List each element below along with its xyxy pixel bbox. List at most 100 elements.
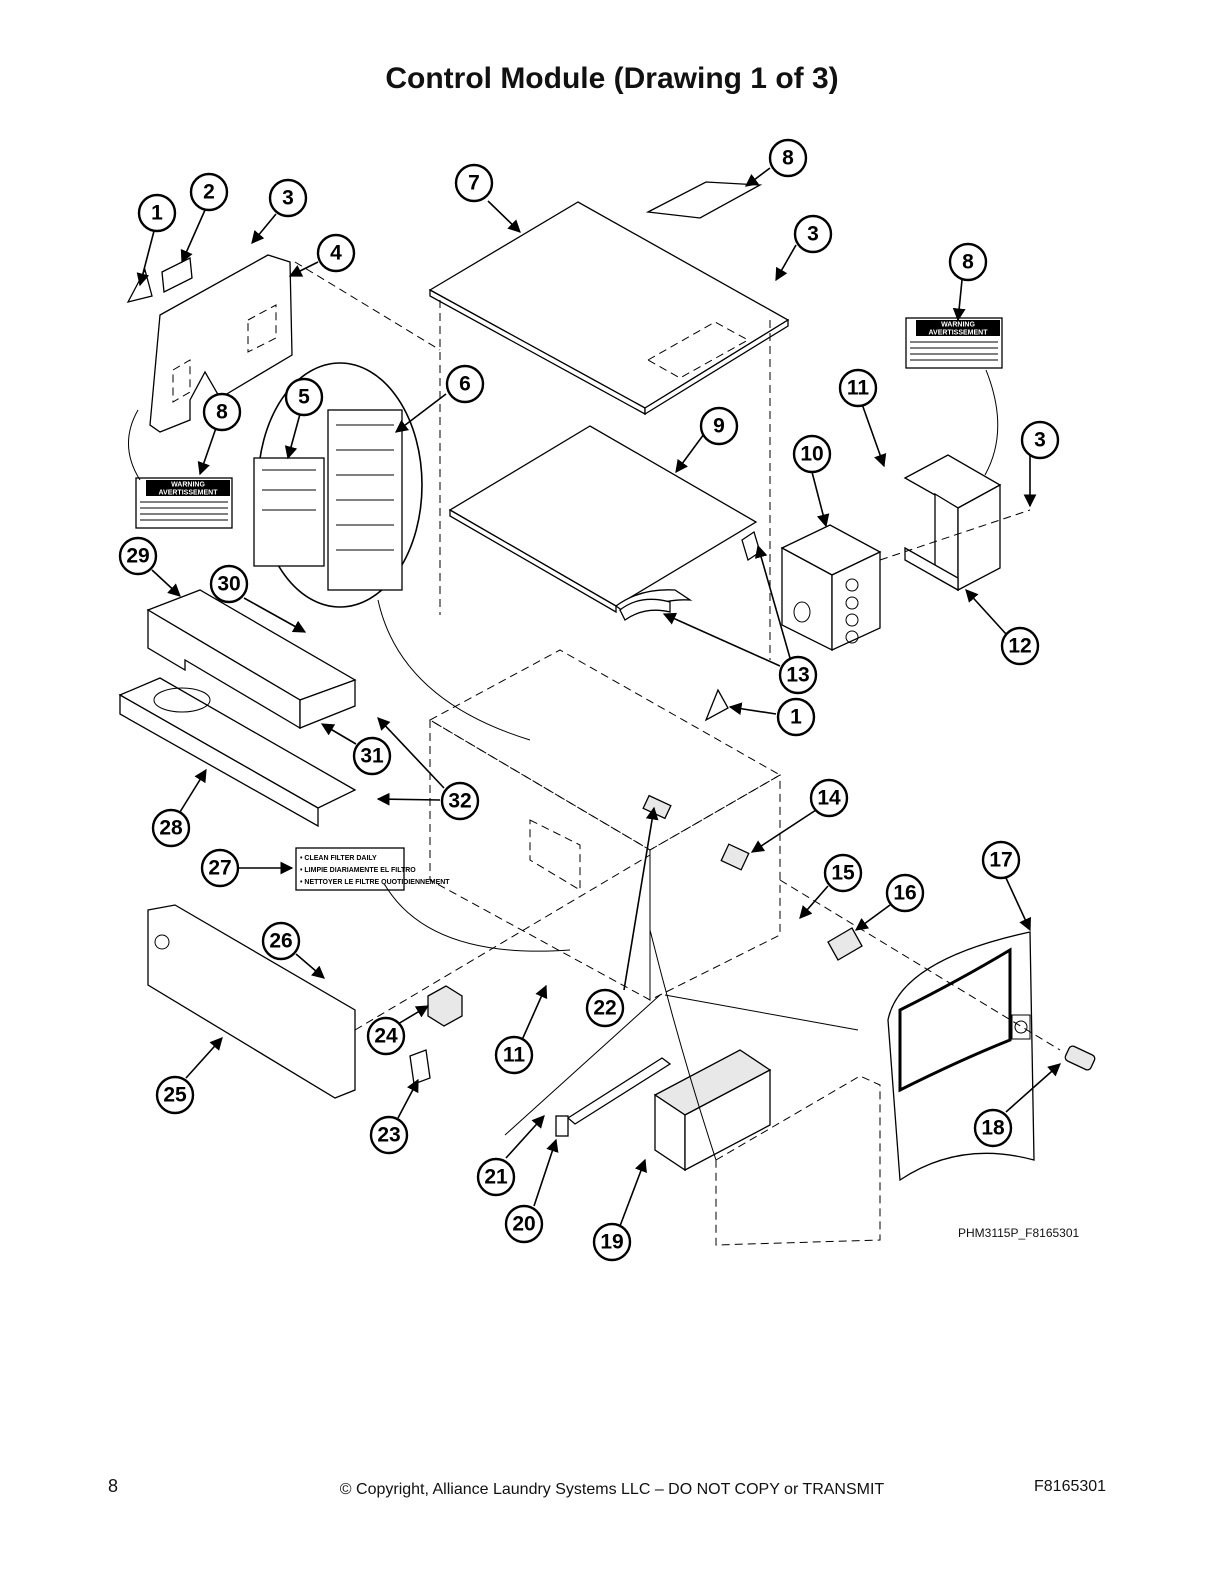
part-22-terminal-block — [642, 794, 672, 820]
svg-text:2: 2 — [203, 181, 215, 204]
copyright-notice: © Copyright, Alliance Laundry Systems LL… — [339, 1481, 885, 1498]
callout-8: 8 — [768, 138, 808, 178]
callout-1: 1 — [776, 697, 816, 737]
svg-text:27: 27 — [208, 857, 231, 880]
callout-4: 4 — [316, 233, 356, 273]
control-panel-rear-frame — [715, 1075, 881, 1246]
part-19-computer-control — [653, 1049, 772, 1172]
callout-1: 1 — [137, 193, 177, 233]
svg-text:11: 11 — [847, 377, 870, 400]
part-25-front-lower-panel — [147, 904, 356, 1099]
callout-2: 2 — [189, 172, 229, 212]
svg-text:9: 9 — [713, 415, 725, 438]
svg-text:32: 32 — [448, 790, 471, 813]
part-4-back-panel — [149, 254, 293, 433]
svg-text:12: 12 — [1008, 635, 1031, 658]
part-18-start-button — [1064, 1045, 1096, 1071]
svg-text:1: 1 — [790, 706, 802, 729]
callout-8: 8 — [948, 242, 988, 282]
callout-18: 18 — [973, 1108, 1013, 1148]
part-16-circuit-board — [827, 927, 863, 961]
callout-29: 29 — [118, 536, 158, 576]
callout-8: 8 — [202, 392, 242, 432]
callout-28: 28 — [151, 808, 191, 848]
callout-16: 16 — [885, 873, 925, 913]
callout-11: 11 — [838, 368, 878, 408]
callout-20: 20 — [504, 1204, 544, 1244]
page-number: 8 — [108, 1476, 119, 1496]
filter-label-line-3: • NETTOYER LE FILTRE QUOTIDIENNEMENT — [300, 879, 450, 886]
svg-text:5: 5 — [298, 386, 310, 409]
detail-circle-wiring-labels — [253, 362, 531, 741]
svg-text:8: 8 — [962, 251, 974, 274]
callout-3: 3 — [268, 178, 308, 218]
part-12-control-cover — [903, 454, 1002, 592]
svg-text:30: 30 — [217, 573, 240, 596]
callout-12: 12 — [1000, 626, 1040, 666]
part-27-clean-filter-label: • CLEAN FILTER DAILY • LIMPIE DIARIAMENT… — [295, 847, 571, 952]
part-9-inner-panel — [448, 425, 758, 617]
callout-7: 7 — [454, 163, 494, 203]
part-24-switch — [427, 985, 463, 1027]
part-20-mounting-bracket — [555, 1057, 672, 1137]
part-2-small-label — [161, 256, 193, 294]
callout-10: 10 — [792, 434, 832, 474]
svg-text:20: 20 — [512, 1213, 535, 1236]
svg-text:29: 29 — [126, 545, 149, 568]
svg-text:17: 17 — [989, 849, 1012, 872]
callout-leader-lines — [136, 167, 1061, 1227]
svg-text:14: 14 — [817, 787, 841, 810]
part-17-control-panel-overlay — [887, 931, 1035, 1182]
svg-text:8: 8 — [216, 401, 228, 424]
svg-text:15: 15 — [831, 862, 855, 885]
svg-text:16: 16 — [893, 882, 916, 905]
callout-26: 26 — [261, 921, 301, 961]
part-23-decal — [409, 1049, 431, 1085]
svg-text:6: 6 — [459, 373, 471, 396]
document-id: F8165301 — [1034, 1478, 1107, 1495]
part-8-warning-label-right: WARNING AVERTISSEMENT — [905, 317, 1003, 369]
warning-subtitle-right: AVERTISSEMENT — [929, 330, 989, 337]
callout-19: 19 — [592, 1222, 632, 1262]
svg-text:28: 28 — [159, 817, 183, 840]
svg-text:3: 3 — [1034, 429, 1046, 452]
svg-text:4: 4 — [330, 242, 342, 265]
part-8-top-label — [645, 181, 763, 219]
filter-label-line-1: • CLEAN FILTER DAILY — [300, 855, 377, 862]
part-7-top-panel — [428, 201, 790, 416]
svg-text:19: 19 — [600, 1231, 623, 1254]
svg-text:1: 1 — [151, 202, 163, 225]
warning-title-left: WARNING — [171, 482, 205, 489]
callout-32: 32 — [440, 781, 480, 821]
svg-text:3: 3 — [282, 187, 294, 210]
svg-text:31: 31 — [360, 745, 384, 768]
callout-3: 3 — [793, 214, 833, 254]
warning-subtitle-left: AVERTISSEMENT — [159, 490, 219, 497]
callout-27: 27 — [200, 848, 240, 888]
part-29-upper-duct — [146, 589, 357, 730]
control-housing-frame — [428, 300, 782, 1001]
callout-15: 15 — [823, 853, 863, 893]
part-8-warning-label-left: WARNING AVERTISSEMENT — [135, 477, 233, 529]
part-28-lower-duct — [118, 677, 357, 828]
callout-9: 9 — [699, 406, 739, 446]
callout-14: 14 — [809, 778, 849, 818]
svg-text:25: 25 — [163, 1084, 187, 1107]
svg-text:24: 24 — [374, 1025, 398, 1048]
svg-text:3: 3 — [807, 223, 819, 246]
svg-text:23: 23 — [377, 1124, 400, 1147]
part-10-control-bracket — [780, 524, 882, 652]
svg-text:8: 8 — [782, 147, 794, 170]
svg-text:7: 7 — [468, 172, 480, 195]
callout-31: 31 — [352, 736, 392, 776]
callout-25: 25 — [155, 1075, 195, 1115]
callout-17: 17 — [981, 840, 1021, 880]
svg-text:26: 26 — [269, 930, 292, 953]
svg-text:22: 22 — [593, 997, 616, 1020]
svg-text:11: 11 — [503, 1044, 526, 1067]
callout-21: 21 — [476, 1157, 516, 1197]
callout-24: 24 — [366, 1016, 406, 1056]
svg-text:10: 10 — [800, 443, 823, 466]
svg-text:13: 13 — [786, 664, 809, 687]
